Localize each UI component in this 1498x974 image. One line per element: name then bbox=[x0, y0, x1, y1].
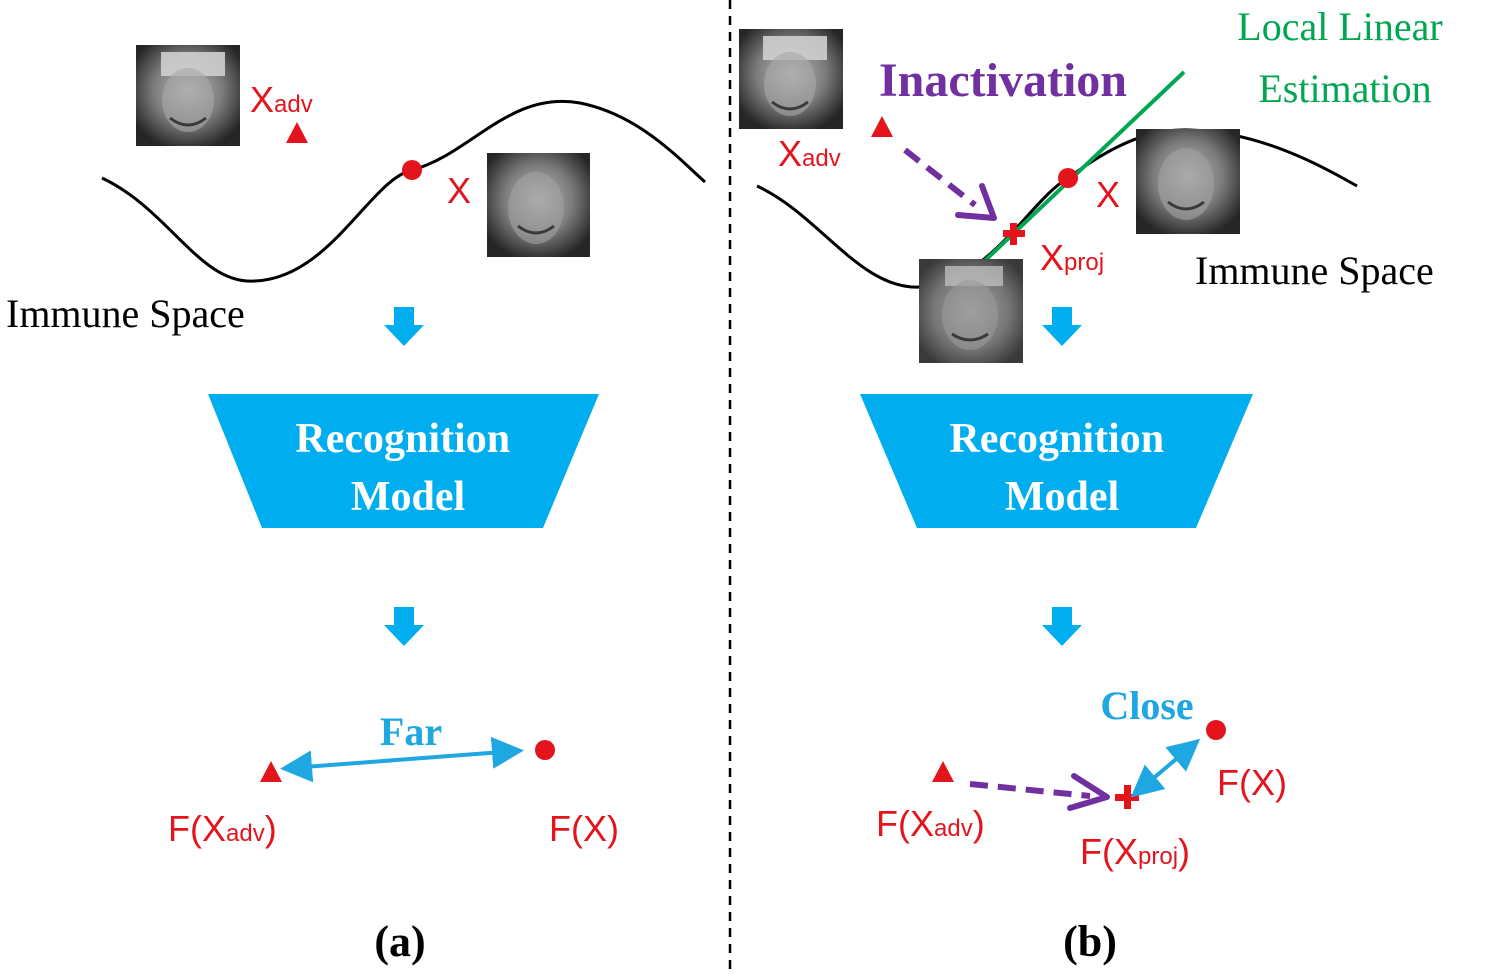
f-xproj-prefix: F(X bbox=[1080, 831, 1138, 872]
svg-text:Xproj: Xproj bbox=[1040, 237, 1104, 278]
f-xproj-marker bbox=[1115, 785, 1139, 809]
estimation-line-1: Local Linear bbox=[1237, 4, 1442, 49]
far-label: Far bbox=[380, 709, 442, 754]
model-line-2: Model bbox=[351, 474, 465, 520]
svg-text:Xadv: Xadv bbox=[250, 79, 313, 120]
f-xadv-suffix: ) bbox=[973, 803, 985, 844]
svg-text:Recognition Model: Recognition Model bbox=[949, 416, 1174, 520]
inactivation-arrow bbox=[903, 147, 977, 208]
panel-a: Xadv X Immune Space Recognition Model Fa… bbox=[6, 45, 706, 966]
adversarial-face-image bbox=[136, 45, 240, 146]
inactivation-arrow-head bbox=[955, 183, 997, 221]
x-adv-sub: adv bbox=[802, 145, 841, 172]
f-xadv-marker bbox=[260, 761, 282, 782]
close-arrow bbox=[1130, 738, 1201, 798]
f-x-marker bbox=[535, 740, 555, 760]
f-xadv-suffix: ) bbox=[265, 808, 277, 849]
f-xadv-marker bbox=[932, 761, 954, 782]
down-arrow-1 bbox=[384, 307, 424, 346]
x-adv-main: X bbox=[250, 79, 274, 120]
immune-space-label: Immune Space bbox=[1195, 248, 1434, 293]
clean-face-image bbox=[1136, 129, 1240, 234]
f-xadv-sub: adv bbox=[934, 815, 973, 842]
f-x-label: F(X) bbox=[549, 808, 619, 849]
estimation-line-2: Estimation bbox=[1258, 66, 1431, 111]
recognition-model-block bbox=[860, 394, 1253, 528]
immune-space-label: Immune Space bbox=[6, 291, 245, 336]
x-label: X bbox=[447, 170, 471, 211]
inactivation-feature-arrow-head bbox=[1067, 773, 1110, 811]
x-adv-main: X bbox=[778, 133, 802, 174]
x-adv-marker bbox=[286, 122, 308, 143]
model-line-2: Model bbox=[1005, 474, 1119, 520]
svg-text:Recognition Model: Recognition Model bbox=[295, 416, 520, 520]
svg-text:F(Xadv): F(Xadv) bbox=[168, 808, 277, 849]
adversarial-face-image bbox=[739, 29, 843, 129]
panel-b-label: (b) bbox=[1063, 917, 1117, 966]
clean-face-image bbox=[487, 153, 590, 257]
panel-b: Local Linear Estimation Xadv Inactivatio… bbox=[739, 4, 1452, 966]
x-proj-sub: proj bbox=[1064, 249, 1104, 276]
down-arrow-2 bbox=[1042, 607, 1082, 646]
f-x-marker bbox=[1206, 720, 1226, 740]
f-xadv-sub: adv bbox=[226, 820, 265, 847]
x-adv-marker bbox=[871, 116, 893, 137]
f-xadv-prefix: F(X bbox=[876, 803, 934, 844]
svg-text:F(Xproj): F(Xproj) bbox=[1080, 831, 1190, 872]
f-xproj-sub: proj bbox=[1138, 843, 1178, 870]
f-xadv-prefix: F(X bbox=[168, 808, 226, 849]
inactivation-label: Inactivation bbox=[879, 54, 1127, 107]
down-arrow-2 bbox=[384, 607, 424, 646]
panel-a-label: (a) bbox=[374, 917, 425, 966]
close-label: Close bbox=[1100, 683, 1193, 728]
x-proj-marker bbox=[1003, 223, 1025, 245]
f-xproj-suffix: ) bbox=[1178, 831, 1190, 872]
down-arrow-1 bbox=[1042, 307, 1082, 346]
f-x-label: F(X) bbox=[1217, 762, 1287, 803]
model-line-1: Recognition bbox=[949, 416, 1164, 462]
model-line-1: Recognition bbox=[295, 416, 510, 462]
x-adv-sub: adv bbox=[274, 91, 313, 118]
x-label: X bbox=[1096, 174, 1120, 215]
projected-face-image bbox=[919, 259, 1023, 363]
x-marker bbox=[1058, 168, 1078, 188]
x-proj-main: X bbox=[1040, 237, 1064, 278]
x-marker bbox=[402, 160, 422, 180]
svg-text:Local Linear Estimation: Local Linear Estimation bbox=[1237, 4, 1452, 111]
svg-text:Xadv: Xadv bbox=[778, 133, 841, 174]
svg-text:F(Xadv): F(Xadv) bbox=[876, 803, 985, 844]
recognition-model-block bbox=[208, 394, 599, 528]
inactivation-feature-arrow bbox=[969, 781, 1091, 799]
far-arrow bbox=[280, 736, 524, 783]
